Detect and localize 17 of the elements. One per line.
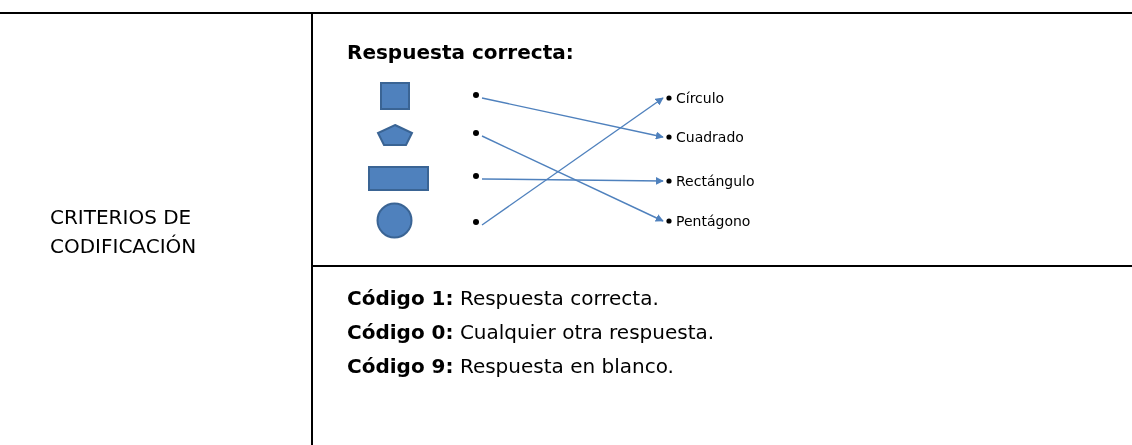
- row-header: CRITERIOS DE CODIFICACIÓN: [50, 204, 198, 260]
- option-label: Rectángulo: [676, 173, 755, 189]
- arrow: [481, 97, 664, 140]
- arrow: [481, 176, 664, 185]
- connection-dot: [473, 92, 479, 98]
- option-label: Cuadrado: [676, 129, 744, 145]
- arrow: [481, 135, 664, 222]
- code-description: Código 9: Respuesta en blanco.: [347, 354, 674, 378]
- option-label: Círculo: [676, 90, 725, 106]
- arrow: [481, 97, 664, 226]
- code-description: Código 0: Cualquier otra respuesta.: [347, 320, 715, 344]
- section-heading: Respuesta correcta:: [347, 40, 574, 64]
- option-label: Pentágono: [676, 213, 751, 229]
- connection-dot: [473, 130, 479, 136]
- connection-dot: [473, 219, 479, 225]
- connection-dot: [473, 173, 479, 179]
- code-description: Código 1: Respuesta correcta.: [347, 286, 659, 310]
